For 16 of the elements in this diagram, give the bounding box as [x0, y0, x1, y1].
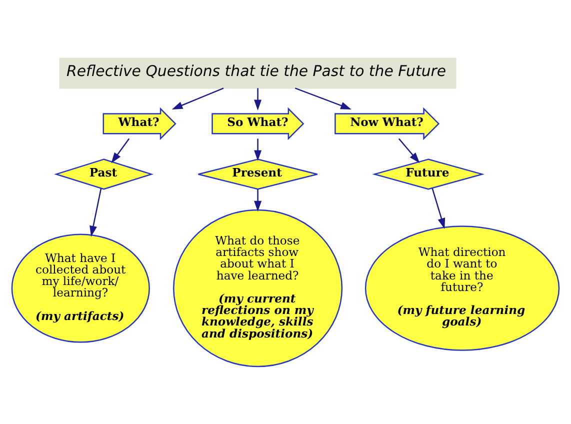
node-diamond: Past	[54, 158, 154, 190]
arrow	[111, 138, 130, 163]
node-box: Reflective Questions that tie the Past to the Future	[59, 57, 456, 88]
node-diamond: Future	[372, 158, 484, 190]
arrow	[254, 188, 262, 212]
node-circle: What do those artifacts show about what I have learned? (my current reflections on my knowledge, skills and dispositions)	[173, 208, 343, 367]
arrow	[432, 187, 446, 228]
node-ellipse: What have I collected about my life/work/ learning? (my artifacts)	[11, 233, 150, 342]
arrow	[398, 138, 420, 163]
arrow	[294, 87, 352, 109]
arrow	[172, 87, 224, 109]
node-diamond: Present	[198, 158, 318, 190]
node-ellipse: What direction do I want to take in the future? (my future learning goals)	[364, 225, 560, 350]
arrow	[254, 88, 262, 110]
arrow	[254, 138, 262, 160]
arrow	[90, 188, 102, 236]
